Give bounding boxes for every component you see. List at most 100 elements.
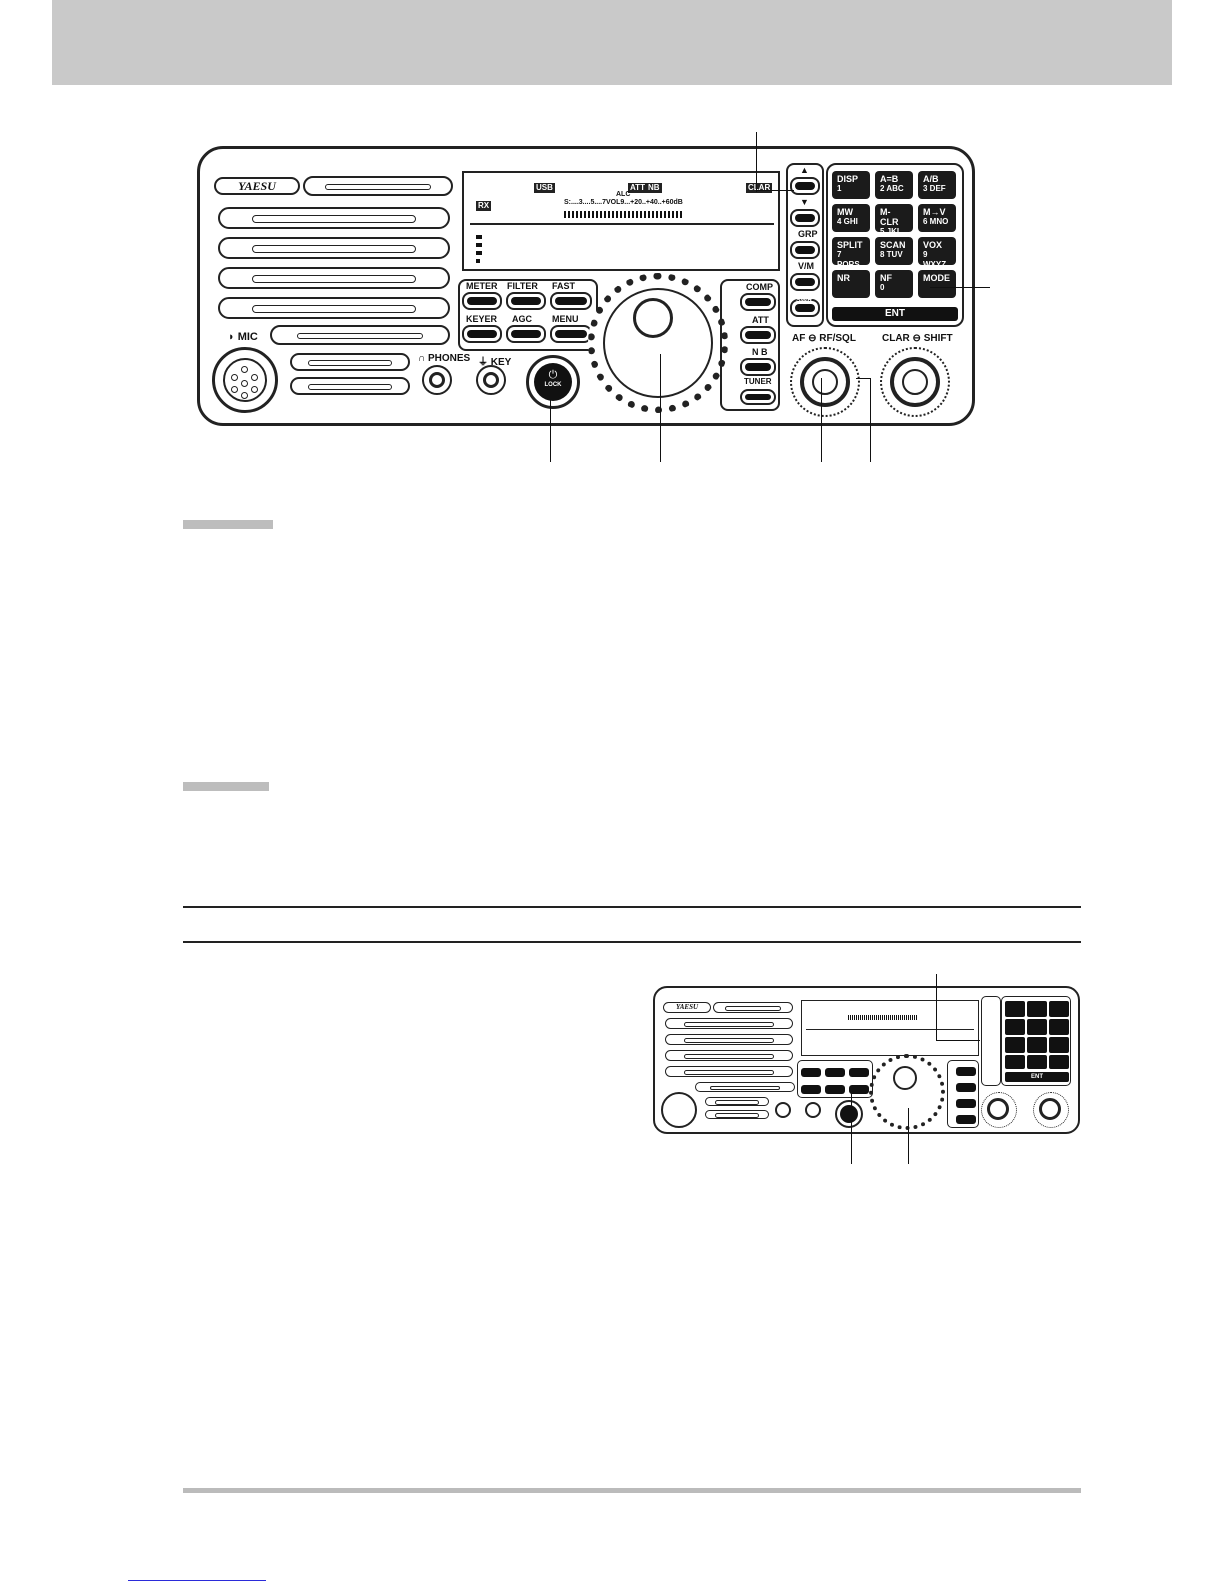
keypad-key-bottom: 8 TUV: [880, 250, 903, 259]
nb-label: N B: [752, 347, 768, 357]
band-down-button[interactable]: [790, 209, 820, 227]
small-brand-badge: YAESU: [663, 1002, 711, 1013]
speaker-slot: [290, 377, 410, 395]
swr-button[interactable]: [790, 299, 820, 317]
speaker-slot: [218, 267, 450, 289]
clar-shift-label: CLAR ⊖ SHIFT: [882, 333, 953, 344]
brand-text: YAESU: [238, 179, 276, 193]
vm-label: V/M: [798, 261, 815, 271]
keypad-key[interactable]: NR: [832, 270, 870, 298]
ent-button[interactable]: ENT: [832, 307, 958, 321]
keypad-key-top: SPLIT: [837, 240, 863, 250]
keyer-button[interactable]: [462, 325, 502, 343]
mic-connector[interactable]: [212, 347, 278, 413]
fast-button[interactable]: [550, 292, 592, 310]
nb-button[interactable]: [740, 358, 776, 376]
meter-label: METER: [466, 281, 498, 291]
power-icon: ⏻: [548, 369, 558, 381]
callout-line-lock: [550, 398, 551, 462]
callout-line-rf-sql: [870, 378, 871, 462]
small-band-column: [981, 996, 1001, 1086]
lcd-segment: [476, 235, 482, 239]
comp-label: COMP: [746, 282, 773, 292]
keypad-key[interactable]: MODE: [918, 270, 956, 298]
small-clar-knob: [1033, 1092, 1069, 1128]
tuner-label: TUNER: [744, 377, 772, 386]
grp-button[interactable]: [790, 241, 820, 259]
keypad-key-bottom: 4 GHI: [837, 217, 858, 226]
callout-line-rf-sql-h: [856, 378, 871, 379]
callout-line-mode: [930, 287, 990, 288]
keypad-key-bottom: 9 WXYZ: [923, 250, 947, 269]
callout-line-dial: [660, 354, 661, 462]
keypad-key-top: M→V: [923, 207, 946, 217]
section-tab: [183, 520, 273, 529]
small-lcd-display: [801, 1000, 979, 1056]
agc-label: AGC: [512, 314, 532, 324]
agc-button[interactable]: [506, 325, 546, 343]
filter-label: FILTER: [507, 281, 538, 291]
clar-shift-knob[interactable]: [880, 347, 950, 417]
nb-indicator: NB: [646, 183, 662, 193]
mode-indicator: USB: [534, 183, 555, 193]
mic-label: ◗ MIC: [228, 331, 258, 343]
footer-rule: [183, 1488, 1081, 1493]
section-rule-top: [183, 906, 1081, 908]
rx-indicator: RX: [476, 201, 492, 211]
tuner-button[interactable]: [740, 389, 776, 405]
key-jack[interactable]: [476, 365, 506, 395]
section-rule-bottom: [183, 941, 1081, 943]
alc-label: ALC: [616, 191, 631, 198]
footer-link-underline[interactable]: [128, 1580, 266, 1581]
att-button[interactable]: [740, 326, 776, 344]
callout-line-af: [821, 378, 822, 462]
phones-jack[interactable]: [422, 365, 452, 395]
comp-button[interactable]: [740, 293, 776, 311]
clar-indicator: CLAR: [746, 183, 773, 193]
small-callout-dial: [908, 1108, 909, 1164]
small-speaker-slot: [705, 1097, 769, 1106]
keypad-key-top: A/B: [923, 174, 939, 184]
small-main-dial: [869, 1054, 945, 1130]
band-up-button[interactable]: [790, 177, 820, 195]
power-lock-button[interactable]: ⏻ LOCK: [526, 355, 580, 409]
lcd-display: USB ATT NB CLAR RX ALC S:....3....5....7…: [462, 171, 780, 271]
att-label: ATT: [752, 315, 769, 325]
meter-scale: S:....3....5....7VOL9...+20..+40..+60dB: [564, 199, 683, 206]
small-callout-band-h: [936, 1040, 980, 1041]
vm-button[interactable]: [790, 273, 820, 291]
meter-bar: [564, 211, 684, 218]
filter-button[interactable]: [506, 292, 546, 310]
main-tuning-dial[interactable]: [588, 273, 728, 413]
keypad-key-top: NF: [880, 273, 892, 283]
lcd-segment: [476, 243, 482, 247]
speaker-slot: [218, 237, 450, 259]
up-arrow-icon: ▲: [800, 165, 809, 175]
small-callout-menu: [851, 1092, 852, 1164]
menu-button[interactable]: [550, 325, 592, 343]
meter-button[interactable]: [462, 292, 502, 310]
lock-label: LOCK: [544, 382, 562, 388]
af-rf-sql-knob[interactable]: [790, 347, 860, 417]
small-right-column: [947, 1060, 979, 1128]
small-key-jack: [805, 1102, 821, 1118]
keypad-key-top: MW: [837, 207, 853, 217]
speaker-slot: [270, 325, 450, 345]
keypad-key-top: NR: [837, 273, 850, 283]
small-speaker-slot: [695, 1082, 795, 1092]
fast-label: FAST: [552, 281, 576, 291]
small-speaker-slot: [705, 1110, 769, 1119]
keypad-key-bottom: 7 PQRS: [837, 250, 860, 269]
small-speaker-slot: [713, 1002, 793, 1013]
dial-finger-dimple: [633, 298, 673, 338]
